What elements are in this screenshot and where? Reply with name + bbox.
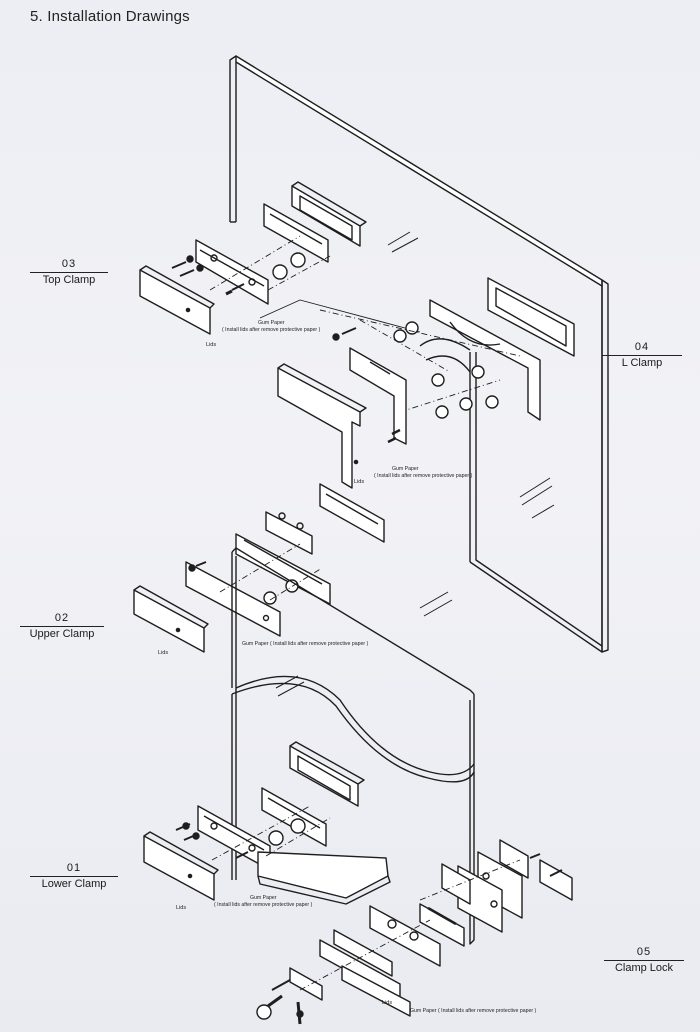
- clamp-lock-assembly: [256, 839, 573, 1025]
- lower-glass-panel: [231, 547, 475, 945]
- label-number: 01: [66, 862, 82, 874]
- upper-glass-panel: [229, 55, 609, 653]
- callout-lids: Lids: [382, 1000, 393, 1006]
- label-number: 04: [634, 341, 650, 353]
- label-rule: [30, 876, 118, 877]
- label-upper-clamp: 02 Upper Clamp: [20, 612, 104, 641]
- callout-install-note: ( Install lids after remove protective p…: [374, 473, 473, 479]
- callout-lids: Lids: [354, 479, 365, 485]
- label-name: Top Clamp: [42, 274, 96, 286]
- callout-lids: Lids: [158, 650, 169, 656]
- label-rule: [604, 960, 684, 961]
- label-name: Upper Clamp: [29, 628, 95, 640]
- callout-install-note: ( Install lids after remove protective p…: [214, 902, 313, 908]
- label-name: Clamp Lock: [614, 962, 674, 974]
- label-name: Lower Clamp: [41, 878, 107, 890]
- label-rule: [602, 355, 682, 356]
- lower-clamp-assembly: [143, 741, 391, 905]
- callout-gum-paper: Gum Paper: [258, 320, 285, 326]
- callout-lids: Lids: [176, 905, 187, 911]
- label-clamp-lock: 05 Clamp Lock: [604, 946, 684, 975]
- label-l-clamp: 04 L Clamp: [602, 341, 682, 370]
- page-title: 5. Installation Drawings: [30, 8, 190, 25]
- label-number: 05: [636, 946, 652, 958]
- upper-clamp-assembly: [133, 483, 385, 653]
- l-clamp-assembly: [277, 277, 575, 489]
- callout-lids: Lids: [206, 342, 217, 348]
- callout-gum-paper-inline: Gum Paper ( Install lids after remove pr…: [242, 641, 369, 647]
- label-number: 03: [61, 258, 77, 270]
- callout-install-note: ( Install lids after remove protective p…: [222, 327, 321, 333]
- label-rule: [20, 626, 104, 627]
- label-name: L Clamp: [621, 357, 663, 369]
- callout-gum-paper: Gum Paper: [250, 895, 277, 901]
- label-rule: [30, 272, 108, 273]
- top-clamp-assembly: [139, 181, 421, 335]
- callout-gum-paper: Gum Paper: [392, 466, 419, 472]
- label-top-clamp: 03 Top Clamp: [30, 258, 108, 287]
- label-lower-clamp: 01 Lower Clamp: [30, 862, 118, 891]
- callout-gum-paper-inline: Gum Paper ( Install lids after remove pr…: [410, 1008, 537, 1014]
- label-number: 02: [54, 612, 70, 624]
